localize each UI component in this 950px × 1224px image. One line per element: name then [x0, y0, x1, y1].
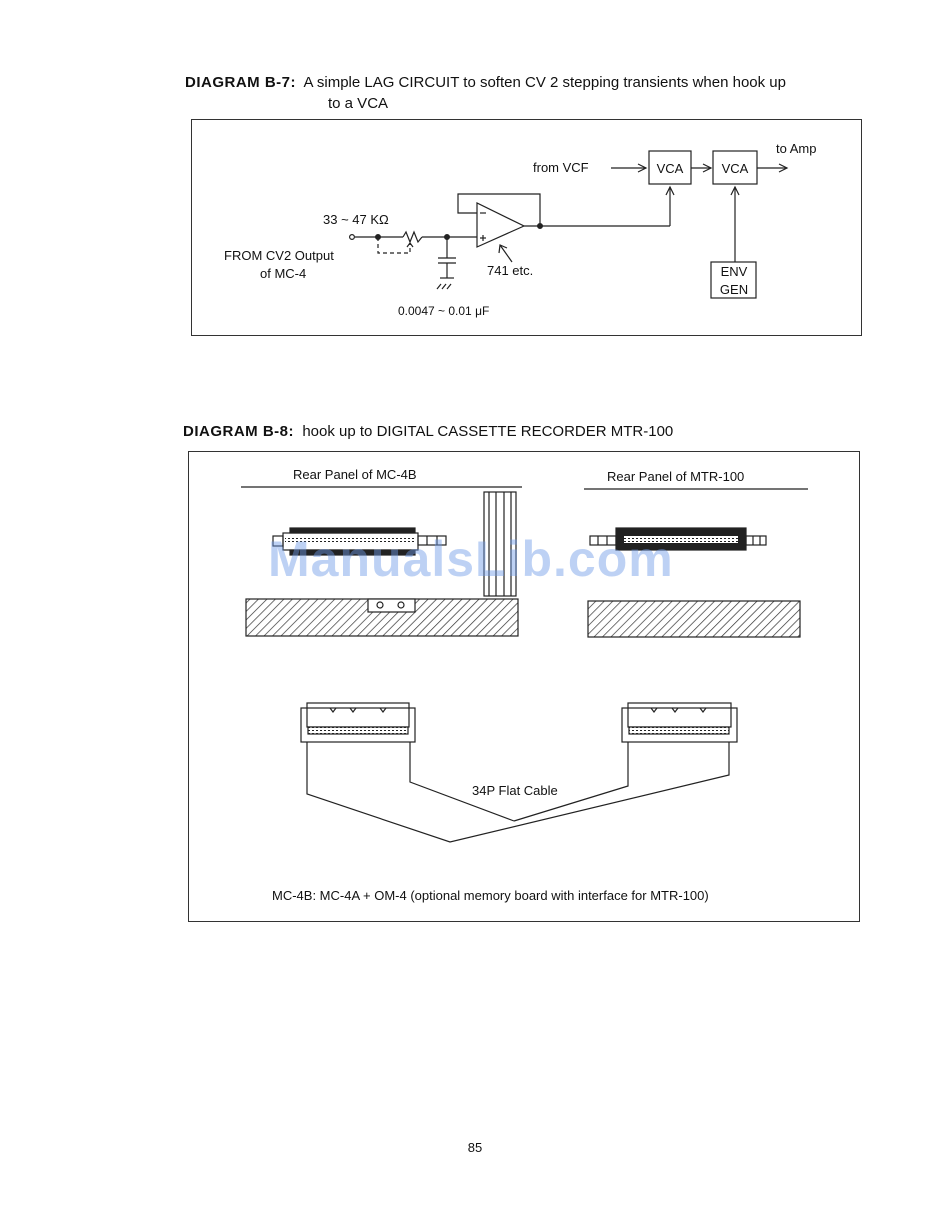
lag-circuit-schematic [349, 150, 789, 299]
from-cv2-label-line1: FROM CV2 Output [224, 248, 334, 263]
diagram-b8-label: DIAGRAM B-8: [183, 423, 294, 440]
diagram-b7-caption-line2: to a VCA [328, 95, 389, 112]
hookup-labels: Rear Panel of MC-4B Rear Panel of MTR-10… [272, 467, 744, 903]
flat-cable-34p [306, 742, 730, 843]
flat-cable-label: 34P Flat Cable [472, 783, 558, 798]
rear-panel-mtr100-label: Rear Panel of MTR-100 [607, 469, 744, 484]
diagram-b7-caption-line1: A simple LAG CIRCUIT to soften CV 2 step… [303, 74, 786, 91]
env-label-line2: GEN [720, 282, 748, 297]
diagram-b7-caption: DIAGRAM B-7: A simple LAG CIRCUIT to sof… [185, 72, 865, 114]
resistor-value-label: 33 ~ 47 KΩ [323, 212, 389, 227]
to-amp-label: to Amp [776, 141, 816, 156]
left-cable-connector [300, 702, 416, 743]
mc4b-connector-side [272, 527, 447, 556]
right-cable-connector [621, 702, 738, 743]
hookup-drawing [241, 486, 808, 843]
capacitor-value-label: 0.0047 ~ 0.01 μF [398, 304, 489, 318]
diagram-b8-frame [188, 451, 860, 922]
vca-label-2: VCA [722, 161, 749, 176]
from-vcf-label: from VCF [533, 160, 589, 175]
op-amp-label: 741 etc. [487, 263, 533, 278]
rear-panel-mc4b-label: Rear Panel of MC-4B [293, 467, 417, 482]
mtr100-connector-side [589, 527, 767, 551]
mtr100-surface [587, 600, 801, 638]
diagram-b8-caption-text: hook up to DIGITAL CASSETTE RECORDER MTR… [302, 423, 674, 440]
watermark-text: ManualsLib.com [268, 531, 674, 587]
diagram-b7-frame [191, 119, 862, 336]
env-label-line1: ENV [721, 264, 748, 279]
from-cv2-label-line2: of MC-4 [260, 266, 306, 281]
hookup-footnote: MC-4B: MC-4A + OM-4 (optional memory boa… [272, 888, 709, 903]
mc4b-port-plate [367, 598, 416, 613]
vca-label-1: VCA [657, 161, 684, 176]
env-gen-box [710, 261, 757, 299]
mc4b-vertical-panel [483, 491, 517, 597]
page-number: 85 [467, 1140, 483, 1155]
diagram-b8-caption: DIAGRAM B-8: hook up to DIGITAL CASSETTE… [183, 421, 863, 442]
diagram-b7-label: DIAGRAM B-7: [185, 74, 296, 91]
lag-circuit-labels: from VCF VCA VCA to Amp 33 ~ 47 KΩ FROM … [224, 141, 816, 318]
op-amp-triangle [476, 202, 526, 248]
